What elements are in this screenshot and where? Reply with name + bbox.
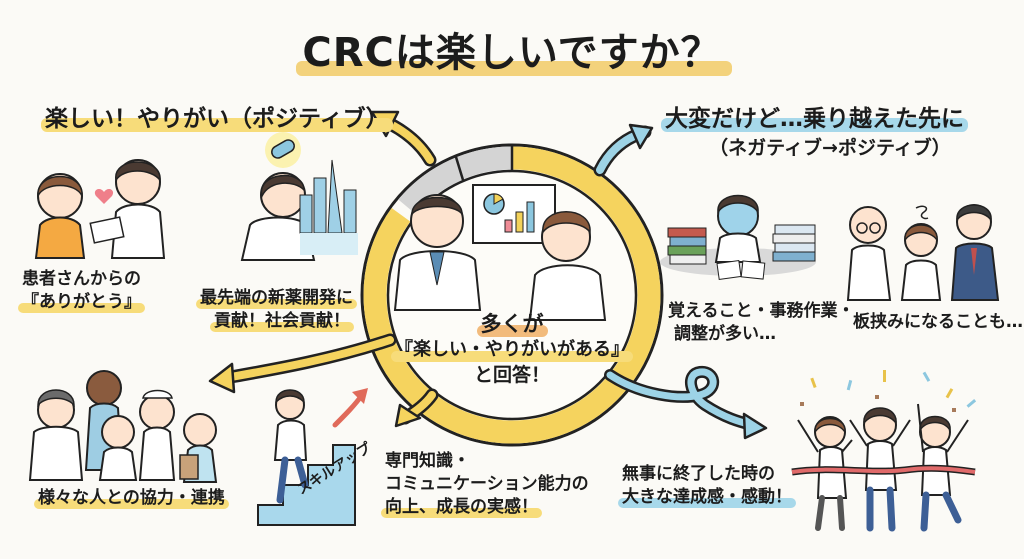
arrow-to-team-icon (208, 333, 397, 394)
negative-subheading: （ネガティブ→ポジティブ） (709, 137, 951, 159)
caption-overwhelmed: 覚えること・事務作業・ 調整が多い… (668, 300, 855, 346)
page-title-text: CRCは楽しいですか？ (296, 20, 732, 78)
positive-heading: 楽しい！やりがい（ポジティブ） (41, 99, 393, 133)
center-summary: 多くが 『楽しい・やりがいがある』 と回答！ (391, 310, 633, 388)
caption-line: 覚えること・事務作業・ (668, 301, 855, 321)
caption-line: 専門知識・ (385, 451, 470, 471)
finish-line-celebration-illustration (791, 370, 977, 532)
caption-line: コミュニケーション能力の (385, 473, 589, 494)
caption-caught-in-middle: 板挟みになることも… (853, 311, 1023, 334)
researchers-with-chart-illustration (393, 184, 607, 321)
page-title: CRCは楽しいですか？ (0, 20, 1024, 78)
caption-new-drug: 最先端の新薬開発に 貢献！社会貢献！ (196, 287, 357, 333)
caption-celebration: 無事に終了した時の 大きな達成感・感動！ (618, 463, 796, 509)
caption-skill-up: 専門知識・ コミュニケーション能力の 向上、成長の実感！ (381, 450, 589, 519)
center-line-2: 『楽しい・やりがいがある』 (391, 338, 633, 362)
caption-line-highlighted: 最先端の新薬開発に (196, 288, 357, 309)
caption-team-collaboration: 様々な人との協力・連携 (34, 487, 229, 510)
overwhelmed-paperwork-illustration (660, 194, 816, 281)
center-line-3: と回答！ (473, 363, 550, 386)
loop-arrow-to-celebration-icon (604, 365, 768, 440)
caption-line: 無事に終了した時の (622, 464, 775, 484)
caption-line-highlighted: 向上、成長の実感！ (381, 496, 542, 518)
caption-line-highlighted: 貢献！社会貢献！ (210, 310, 354, 332)
caption-line-highlighted: 様々な人との協力・連携 (34, 488, 229, 509)
caption-line: 患者さんからの (22, 269, 141, 289)
center-line-1: 多くが (476, 310, 548, 338)
skill-up-stairs-illustration (257, 388, 368, 526)
caption-line-highlighted: 大きな達成感・感動！ (618, 486, 796, 508)
patient-thanks-illustration (34, 159, 166, 259)
arrow-to-skillup-icon (394, 388, 439, 428)
negative-heading: 大変だけど…乗り越えた先に (661, 99, 968, 133)
caption-line: 板挟みになることも… (853, 312, 1023, 332)
caption-patient-thanks: 患者さんからの 『ありがとう』 (18, 268, 145, 314)
new-drug-city-illustration (240, 132, 358, 261)
arrow-to-negative-icon (593, 123, 654, 177)
medical-team-illustration (28, 370, 218, 483)
positive-heading-text: 楽しい！やりがい（ポジティブ） (41, 99, 393, 133)
negative-heading-text: 大変だけど…乗り越えた先に (661, 99, 968, 133)
caught-in-middle-illustration (846, 204, 1000, 301)
caption-line: 調整が多い… (674, 323, 776, 344)
caption-line-highlighted: 『ありがとう』 (18, 291, 145, 313)
